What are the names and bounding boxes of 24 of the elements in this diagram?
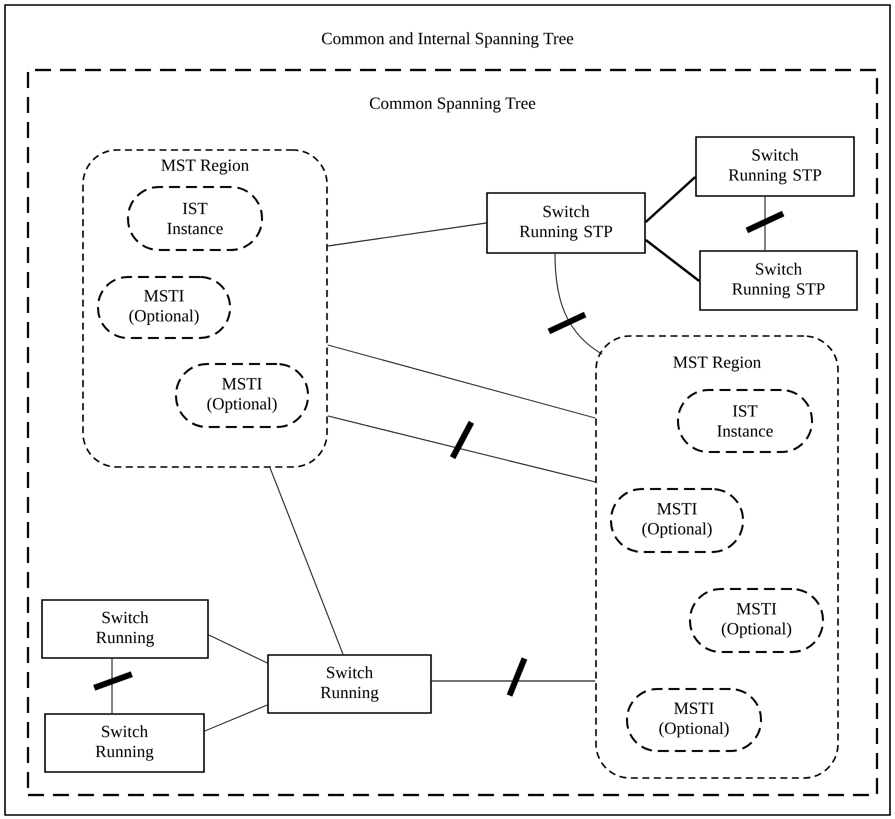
dashed-capsule: MSTI (Optional) xyxy=(97,276,231,339)
switch-box: Switch Running xyxy=(44,713,205,773)
dashed-capsule: MSTI (Optional) xyxy=(610,488,744,553)
switch-box: Switch Running STP xyxy=(486,192,646,254)
connector-line xyxy=(764,196,766,251)
dashed-capsule: MSTI (Optional) xyxy=(626,688,762,752)
dashed-capsule: IST Instance xyxy=(127,186,263,251)
switch-box: Switch Running xyxy=(41,599,209,659)
connector-line xyxy=(327,222,487,246)
connector-line xyxy=(431,680,596,682)
connector-line xyxy=(645,176,696,223)
connector-line xyxy=(208,634,268,664)
connector-line xyxy=(554,253,603,355)
dashed-capsule: MSTI (Optional) xyxy=(175,363,309,428)
switch-box: Switch Running xyxy=(267,654,432,714)
connector-line xyxy=(327,416,596,482)
connector-line xyxy=(270,467,344,655)
dashed-capsule: IST Instance xyxy=(677,389,813,453)
dashed-capsule: MSTI (Optional) xyxy=(689,588,824,653)
switch-box: Switch Running STP xyxy=(695,136,855,197)
connector-line xyxy=(327,344,596,418)
connector-line xyxy=(204,704,268,732)
switch-box: Switch Running STP xyxy=(699,250,858,311)
connector-line xyxy=(645,239,700,282)
